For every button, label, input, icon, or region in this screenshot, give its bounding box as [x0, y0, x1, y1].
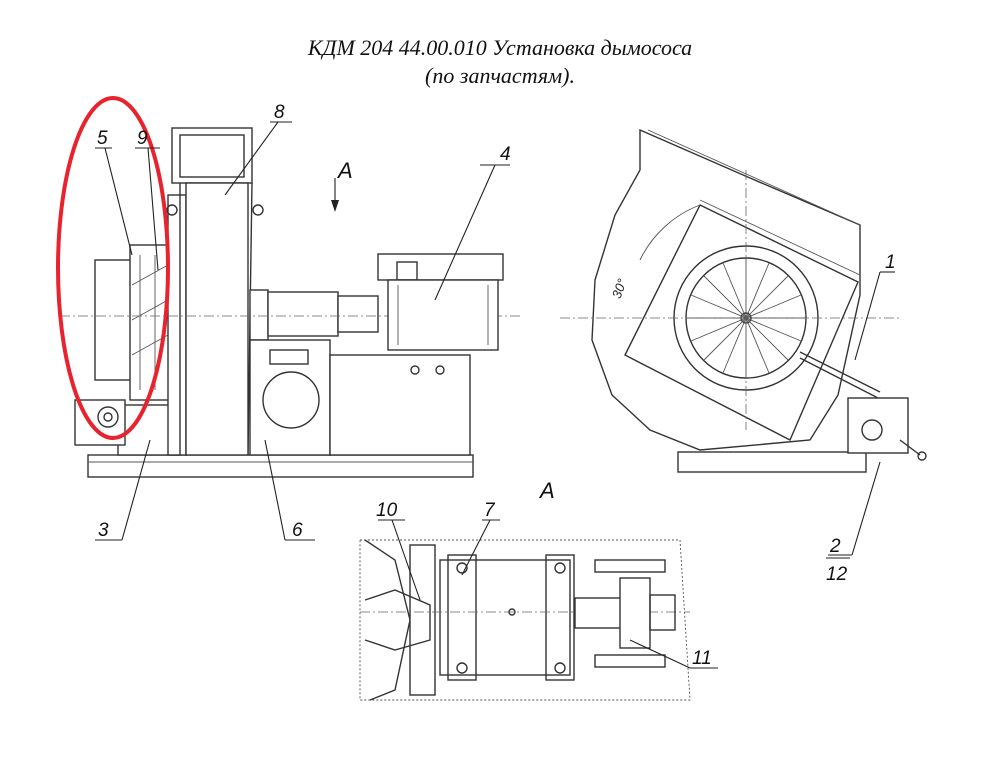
callout-4: 4 [500, 144, 511, 165]
drawing-subtitle: (по запчастям). [425, 63, 575, 88]
callout-6: 6 [292, 520, 303, 541]
inlet-collector [94, 259, 136, 381]
section-wall [364, 539, 411, 701]
view-arrow-label: А [336, 158, 353, 183]
front-base [677, 451, 867, 473]
section-view [359, 539, 691, 701]
drawing-title: КДМ 204 44.00.010 Установка дымососа [307, 35, 693, 60]
callout-5: 5 [97, 128, 108, 149]
callout-7: 7 [484, 500, 496, 521]
callout-2: 2 [829, 536, 841, 557]
front-view: 30° [560, 128, 927, 473]
callouts: 1 2 12 3 4 5 6 7 8 9 [95, 102, 896, 669]
callout-12: 12 [826, 564, 848, 585]
callout-1: 1 [885, 252, 896, 273]
base-frame [87, 454, 474, 478]
actuator-drive [847, 397, 909, 454]
fan-housing [185, 182, 249, 456]
motor-frame [329, 354, 471, 456]
coupling [267, 291, 339, 337]
shaft-coupling [619, 577, 651, 649]
angle-label: 30° [609, 277, 630, 301]
callout-11: 11 [692, 648, 712, 669]
section-label: А [538, 478, 555, 503]
pedestal [249, 339, 331, 456]
scroll-housing [591, 128, 861, 451]
callout-8: 8 [274, 102, 285, 123]
highlight-ellipse [56, 96, 170, 440]
side-view [60, 127, 520, 478]
electric-motor [387, 279, 499, 351]
bearing-body [439, 559, 571, 676]
callout-10: 10 [376, 500, 398, 521]
view-arrow: А [331, 158, 353, 212]
callout-3: 3 [98, 520, 109, 541]
housing-plate [167, 194, 187, 456]
callout-9: 9 [137, 128, 148, 149]
